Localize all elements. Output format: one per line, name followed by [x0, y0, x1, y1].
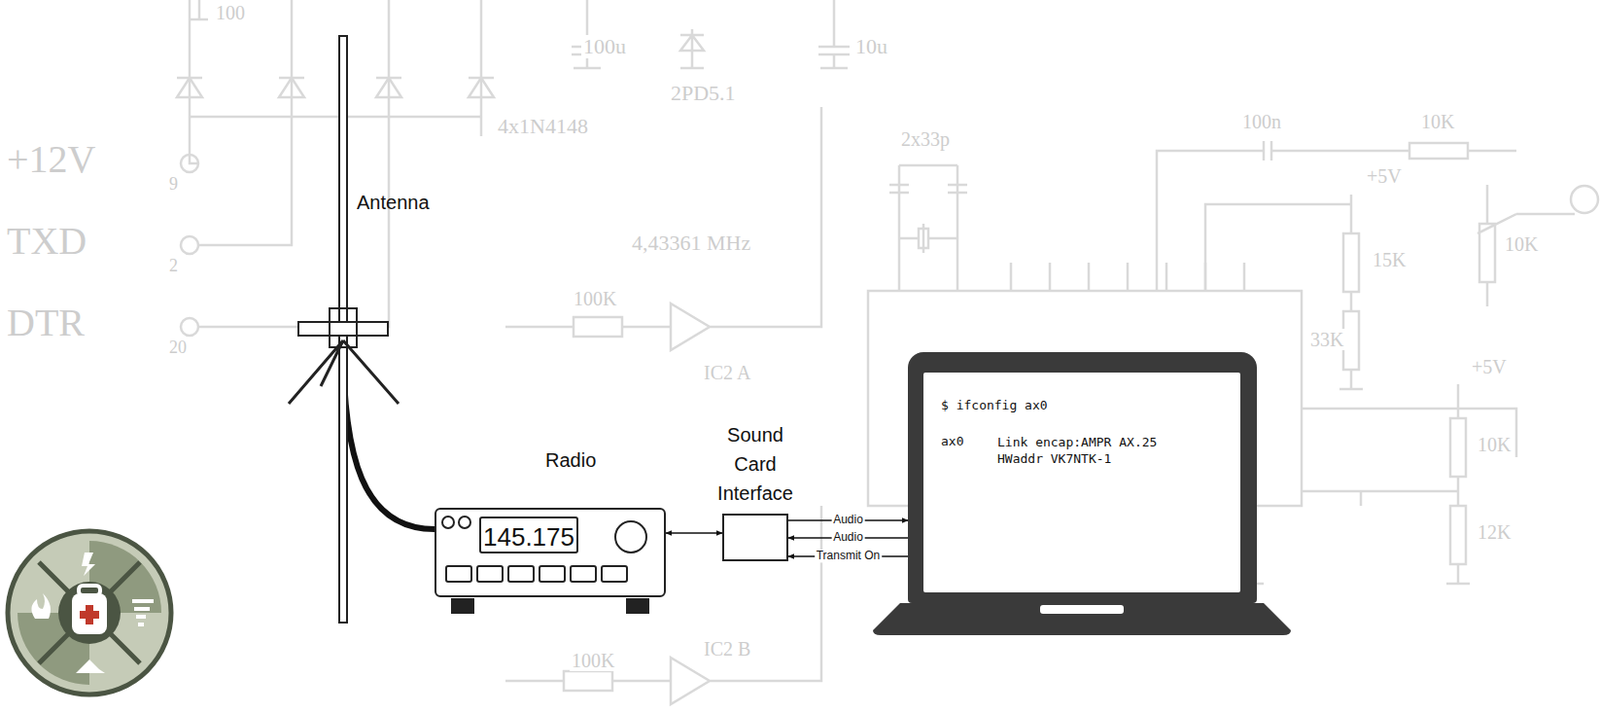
- schematic-label: 100n: [1240, 110, 1284, 133]
- laptop: $ ifconfig ax0 ax0 Link encap:AMPR AX.25 H…: [907, 351, 1257, 603]
- node-text: Link encap:AMPR AX.25 HWaddr VK7NTK-1: [997, 433, 1173, 467]
- signal-label: Audio: [831, 513, 866, 526]
- schematic-label: IC2 A: [701, 361, 753, 383]
- node-text: Antenna: [356, 191, 430, 214]
- node-text: $ ifconfig ax0: [940, 397, 1048, 413]
- schematic-label: 4,43361 MHz: [629, 231, 753, 255]
- signal-label: Audio: [831, 530, 866, 544]
- schematic-label: 10K: [1502, 233, 1540, 255]
- schematic-label: 15K: [1370, 248, 1408, 271]
- schematic-label: 100u: [581, 34, 628, 59]
- schematic-label: 2: [167, 256, 180, 277]
- schematic-label: 20: [167, 338, 189, 358]
- schematic-label: +12V: [4, 138, 98, 181]
- schematic-label: 100K: [569, 649, 617, 671]
- schematic-label: 2x33p: [899, 128, 952, 150]
- node-text: Radio: [545, 449, 596, 472]
- radio-box: Radio145.175: [434, 507, 666, 597]
- schematic-label: 33K: [1308, 328, 1346, 350]
- signal-arrow: [665, 531, 723, 534]
- schematic-label: 9: [167, 174, 180, 195]
- schematic-label: DTR: [4, 301, 87, 345]
- node-text: 145.175: [479, 516, 579, 554]
- coax-cable: [343, 340, 435, 529]
- schematic-label: 4x1N4148: [495, 114, 591, 139]
- schematic-label: 2PD5.1: [668, 81, 738, 105]
- node-text: Sound Card Interface: [706, 419, 804, 508]
- schematic-label: TXD: [4, 219, 89, 263]
- schematic-label: +5V: [1469, 355, 1509, 378]
- schematic-label: 10K: [1419, 110, 1457, 133]
- schematic-label: IC2 B: [701, 637, 753, 660]
- schematic-label: 100K: [571, 287, 619, 310]
- sound-card-interface-box: Sound Card Interface: [722, 513, 789, 561]
- schematic-label: 10u: [853, 34, 890, 59]
- node-text: ax0: [940, 433, 964, 449]
- signal-label: Transmit On: [814, 549, 883, 562]
- schematic-label: +5V: [1364, 165, 1404, 187]
- schematic-label: 10K: [1475, 433, 1513, 455]
- schematic-label: 100: [213, 1, 247, 24]
- schematic-label: 12K: [1475, 521, 1513, 543]
